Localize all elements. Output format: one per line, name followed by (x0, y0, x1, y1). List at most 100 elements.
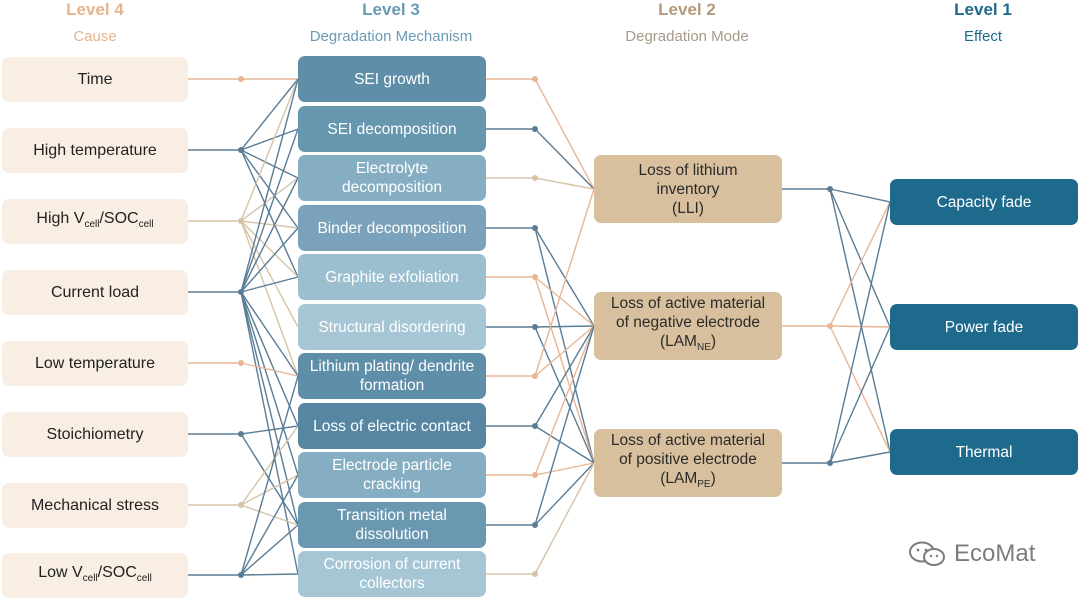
mechanism-transition-metal-dissolution: Transition metal dissolution (298, 502, 486, 548)
header-level-2: Level 2 Degradation Mode (592, 0, 782, 45)
connector-line (240, 78, 299, 222)
connector-line (534, 128, 595, 190)
header-level-1: Level 1 Effect (888, 0, 1078, 45)
level-3-subtitle: Degradation Mechanism (309, 28, 473, 45)
watermark-text: EcoMat (954, 540, 1036, 567)
junction-dot (532, 373, 538, 379)
cause-label: High Vcell/SOCcell (36, 209, 154, 231)
connector-line (534, 325, 595, 476)
connector-line (240, 220, 299, 377)
mechanism-electrolyte-decomposition: Electrolyte decomposition (298, 155, 486, 201)
connector-line (240, 362, 299, 377)
effect-thermal: Thermal (890, 429, 1078, 475)
connector-line (534, 78, 595, 190)
effect-capacity-fade: Capacity fade (890, 179, 1078, 225)
level-4-title: Level 4 (66, 0, 124, 19)
level-2-subtitle: Degradation Mode (625, 28, 749, 45)
level-3-title: Level 3 (362, 0, 420, 19)
connector-line (240, 291, 299, 526)
connector-line (240, 524, 299, 576)
connector-line (240, 375, 299, 576)
connector-line (240, 220, 299, 278)
mechanism-label: Binder decomposition (317, 219, 467, 237)
connector-line (829, 201, 891, 464)
connector-line (534, 325, 595, 526)
connector-line (240, 504, 299, 526)
mechanism-label: Loss of electric contact (313, 417, 471, 435)
mechanism-sei-decomposition: SEI decomposition (298, 106, 486, 152)
junction-dot (532, 225, 538, 231)
level-1-title: Level 1 (954, 0, 1012, 19)
connector-line (829, 201, 891, 327)
junction-dot (238, 431, 244, 437)
connector-line (534, 276, 595, 327)
connector-line (534, 177, 595, 190)
connector-line (240, 425, 299, 506)
connector-line (240, 220, 299, 328)
effect-label: Thermal (955, 443, 1013, 461)
mechanism-graphite-exfoliation: Graphite exfoliation (298, 254, 486, 300)
mechanism-label: SEI decomposition (327, 120, 457, 138)
junction-dot (532, 274, 538, 280)
connector-line (829, 188, 891, 203)
junction-dot (238, 218, 244, 224)
connector-line (240, 276, 299, 293)
mechanism-sei-growth: SEI growth (298, 56, 486, 102)
connector-line (240, 425, 299, 435)
junction-dot (532, 175, 538, 181)
connector-line (240, 573, 299, 576)
mechanism-electrode-particle-cracking: Electrode particle cracking (298, 452, 486, 498)
cause-label: Low temperature (34, 355, 156, 372)
mechanism-loss-electric-contact: Loss of electric contact (298, 403, 486, 449)
wechat-icon (909, 541, 945, 566)
connector-line (240, 128, 299, 151)
connector-line (240, 149, 299, 179)
connector-line (534, 325, 595, 377)
mechanism-label: Graphite exfoliation (325, 268, 459, 286)
connector-line (829, 325, 891, 328)
mechanism-label: Electrolyte decomposition (342, 160, 442, 196)
connector-line (240, 291, 299, 476)
connector-line (240, 291, 299, 427)
connector-line (240, 78, 299, 151)
junction-dot (532, 522, 538, 528)
cause-low-vcell-soc: Low Vcell/SOCcell (2, 553, 188, 598)
junction-dot (238, 76, 244, 82)
mechanism-label: Electrode particle cracking (332, 457, 452, 493)
effect-label: Capacity fade (936, 193, 1032, 211)
mechanism-lithium-plating: Lithium plating/ dendrite formation (298, 353, 486, 399)
mechanism-structural-disordering: Structural disordering (298, 304, 486, 350)
connector-line (240, 291, 299, 575)
junction-dot (238, 289, 244, 295)
junction-dot (532, 423, 538, 429)
connector-line (534, 325, 595, 328)
cause-label: High temperature (33, 142, 157, 159)
connector-line (240, 78, 299, 293)
connector-line (534, 276, 595, 464)
junction-dot (238, 360, 244, 366)
junction-dot (238, 147, 244, 153)
mechanism-label: Lithium plating/ dendrite formation (309, 358, 475, 394)
mechanism-binder-decomposition: Binder decomposition (298, 205, 486, 251)
cause-current-load: Current load (2, 270, 188, 315)
level-1-subtitle: Effect (963, 28, 1003, 45)
cause-low-temperature: Low temperature (2, 341, 188, 386)
cause-stoichiometry: Stoichiometry (2, 412, 188, 457)
connector-line (240, 149, 299, 229)
connector-line (240, 220, 299, 229)
connector-line (534, 325, 595, 427)
connector-line (534, 462, 595, 476)
junction-dot (827, 186, 833, 192)
connector-line (240, 177, 299, 293)
connector-line (240, 433, 299, 526)
connector-line (240, 291, 299, 377)
connector-line (829, 188, 891, 453)
cause-mechanical-stress: Mechanical stress (2, 483, 188, 528)
level-2-title: Level 2 (658, 0, 716, 19)
connector-line (829, 325, 891, 453)
